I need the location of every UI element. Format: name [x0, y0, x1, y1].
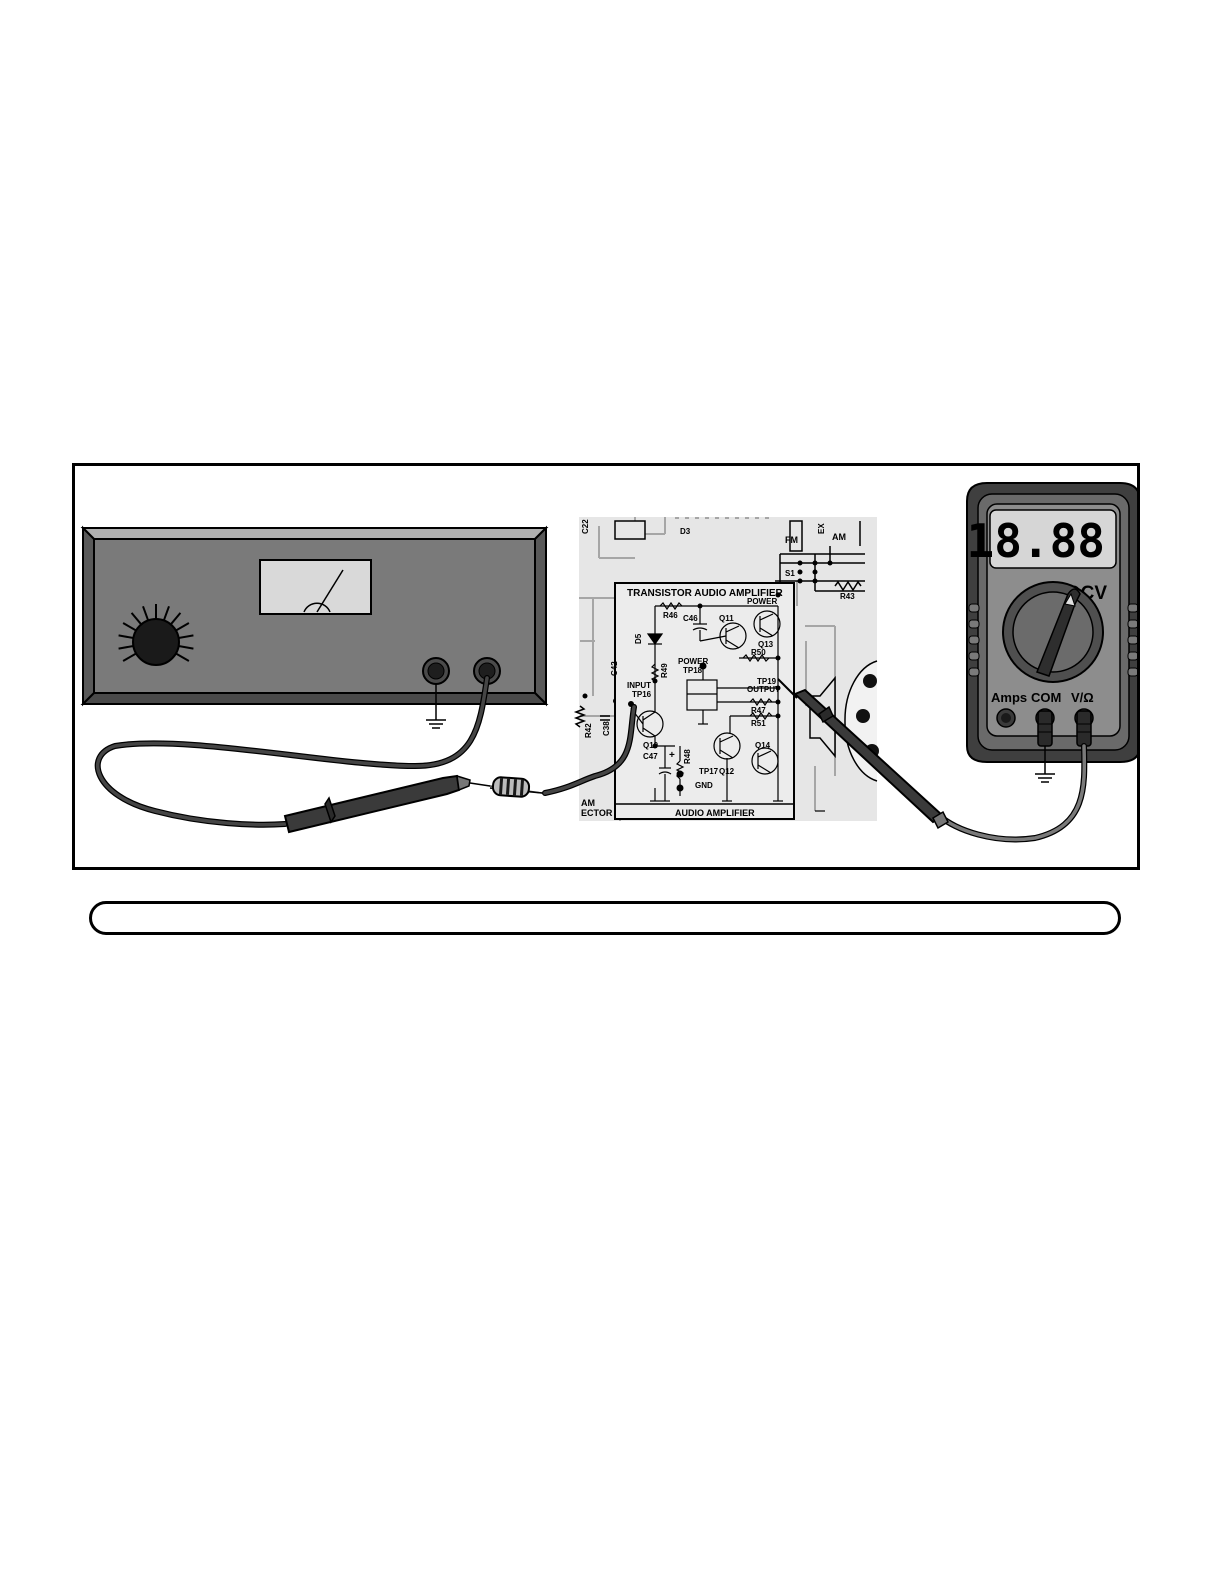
label-r50: R50 [751, 648, 766, 657]
label-q12: Q12 [719, 767, 735, 776]
label-d5: D5 [634, 633, 643, 644]
label-gnd: GND [695, 781, 713, 790]
signal-generator [83, 528, 546, 728]
caption-bar [89, 901, 1121, 935]
label-tp16: TP16 [632, 690, 652, 699]
resistor-icon [490, 777, 542, 797]
label-power-tp18: POWER [678, 657, 708, 666]
jack-label-v: V/Ω [1071, 690, 1094, 705]
label-tp18: TP18 [683, 666, 703, 675]
label-r47: R47 [751, 706, 766, 715]
label-am-bottom: AM [581, 798, 595, 808]
label-r46: R46 [663, 611, 678, 620]
lcd-reading: 18.88 [967, 514, 1105, 568]
amplifier-footer: AUDIO AMPLIFIER [675, 808, 755, 818]
label-r51: R51 [751, 719, 766, 728]
label-q10: Q10 [643, 741, 659, 750]
label-tp17: TP17 [699, 767, 719, 776]
label-ector: ECTOR [581, 808, 613, 818]
label-ex: EX [817, 523, 826, 534]
label-c46: C46 [683, 614, 698, 623]
label-am: AM [832, 532, 846, 542]
label-q11: Q11 [719, 614, 734, 623]
figure-frame: TRANSISTOR AUDIO AMPLIFIER AUDIO AMPLIFI… [72, 463, 1140, 870]
plus-sign: + [669, 750, 675, 761]
label-r43: R43 [840, 592, 855, 601]
label-c42: C42 [610, 661, 619, 676]
volt-ohm-jack[interactable] [1075, 709, 1093, 746]
label-c47: C47 [643, 752, 658, 761]
circuit-schematic: TRANSISTOR AUDIO AMPLIFIER AUDIO AMPLIFI… [576, 517, 879, 821]
jack-label-amps: Amps [991, 690, 1027, 705]
label-power-top: POWER [747, 597, 777, 606]
label-input: INPUT [627, 681, 651, 690]
digital-multimeter: 18.88 DCV Amps COM V/Ω [967, 483, 1137, 782]
label-c38: C38 [602, 721, 611, 736]
amps-jack[interactable] [997, 709, 1015, 727]
ground-jack[interactable] [423, 658, 449, 684]
jack-label-com: COM [1031, 690, 1061, 705]
label-q14: Q14 [755, 741, 771, 750]
test-probe-left[interactable] [285, 776, 490, 832]
label-d3: D3 [680, 527, 691, 536]
label-r42: R42 [584, 723, 593, 738]
test-setup-illustration: TRANSISTOR AUDIO AMPLIFIER AUDIO AMPLIFI… [75, 466, 1137, 867]
label-output: OUTPUT [747, 685, 780, 694]
rotary-selector-dial[interactable] [1003, 582, 1103, 682]
label-r49: R49 [660, 663, 669, 678]
label-c22: C22 [581, 519, 590, 534]
com-jack[interactable] [1036, 709, 1054, 746]
label-fm: FM [785, 535, 798, 545]
analog-meter-window [260, 560, 371, 614]
label-s1: S1 [785, 569, 795, 578]
label-r48: R48 [683, 749, 692, 764]
